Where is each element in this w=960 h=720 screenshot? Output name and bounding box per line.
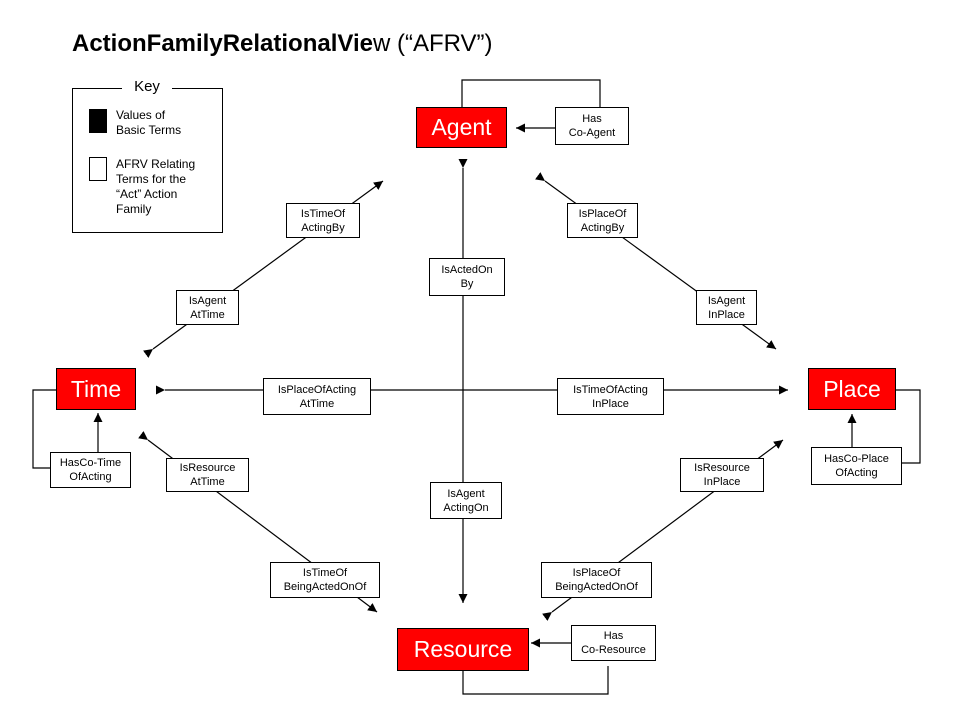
loop-agent — [461, 79, 601, 107]
rel-has-co-agent: Has Co-Agent — [555, 107, 629, 145]
rel-is-time-of-acting-in-place: IsTimeOfActing InPlace — [557, 378, 664, 415]
rel-is-agent-at-time: IsAgent AtTime — [176, 290, 239, 325]
loop-time — [32, 389, 56, 469]
term-agent: Agent — [416, 107, 507, 148]
rel-is-agent-acting-on: IsAgent ActingOn — [430, 482, 502, 519]
key-swatch-relating-terms — [89, 157, 107, 181]
page-title-rest: w (“AFRV”) — [372, 30, 493, 57]
rel-is-agent-in-place: IsAgent InPlace — [696, 290, 757, 325]
rel-has-co-resource: Has Co-Resource — [571, 625, 656, 661]
rel-has-co-time-of-acting: HasCo-Time OfActing — [50, 452, 131, 488]
rel-is-place-of-acting-at-time: IsPlaceOfActing AtTime — [263, 378, 371, 415]
rel-is-acted-on-by: IsActedOn By — [429, 258, 505, 296]
key-title: Key — [122, 78, 172, 95]
rel-is-place-of-being-acted-on-of: IsPlaceOf BeingActedOnOf — [541, 562, 652, 598]
loop-place — [896, 389, 921, 464]
rel-is-resource-at-time: IsResource AtTime — [166, 458, 249, 492]
page-title-main: ActionFamilyRelationalVie — [72, 30, 373, 57]
loop-resource — [462, 666, 609, 695]
term-place: Place — [808, 368, 896, 410]
rel-has-co-place-of-acting: HasCo-Place OfActing — [811, 447, 902, 485]
page-title: ActionFamilyRelationalView (“AFRV”) — [72, 30, 493, 58]
rel-is-time-of-being-acted-on-of: IsTimeOf BeingActedOnOf — [270, 562, 380, 598]
key-label-relating-terms: AFRV Relating Terms for the “Act” Action… — [116, 157, 196, 216]
key-swatch-basic-terms — [89, 109, 107, 133]
term-resource: Resource — [397, 628, 529, 671]
key-label-basic-terms: Values of Basic Terms — [116, 108, 182, 137]
rel-is-time-of-acting-by: IsTimeOf ActingBy — [286, 203, 360, 238]
term-time: Time — [56, 368, 136, 410]
rel-is-resource-in-place: IsResource InPlace — [680, 458, 764, 492]
rel-is-place-of-acting-by: IsPlaceOf ActingBy — [567, 203, 638, 238]
